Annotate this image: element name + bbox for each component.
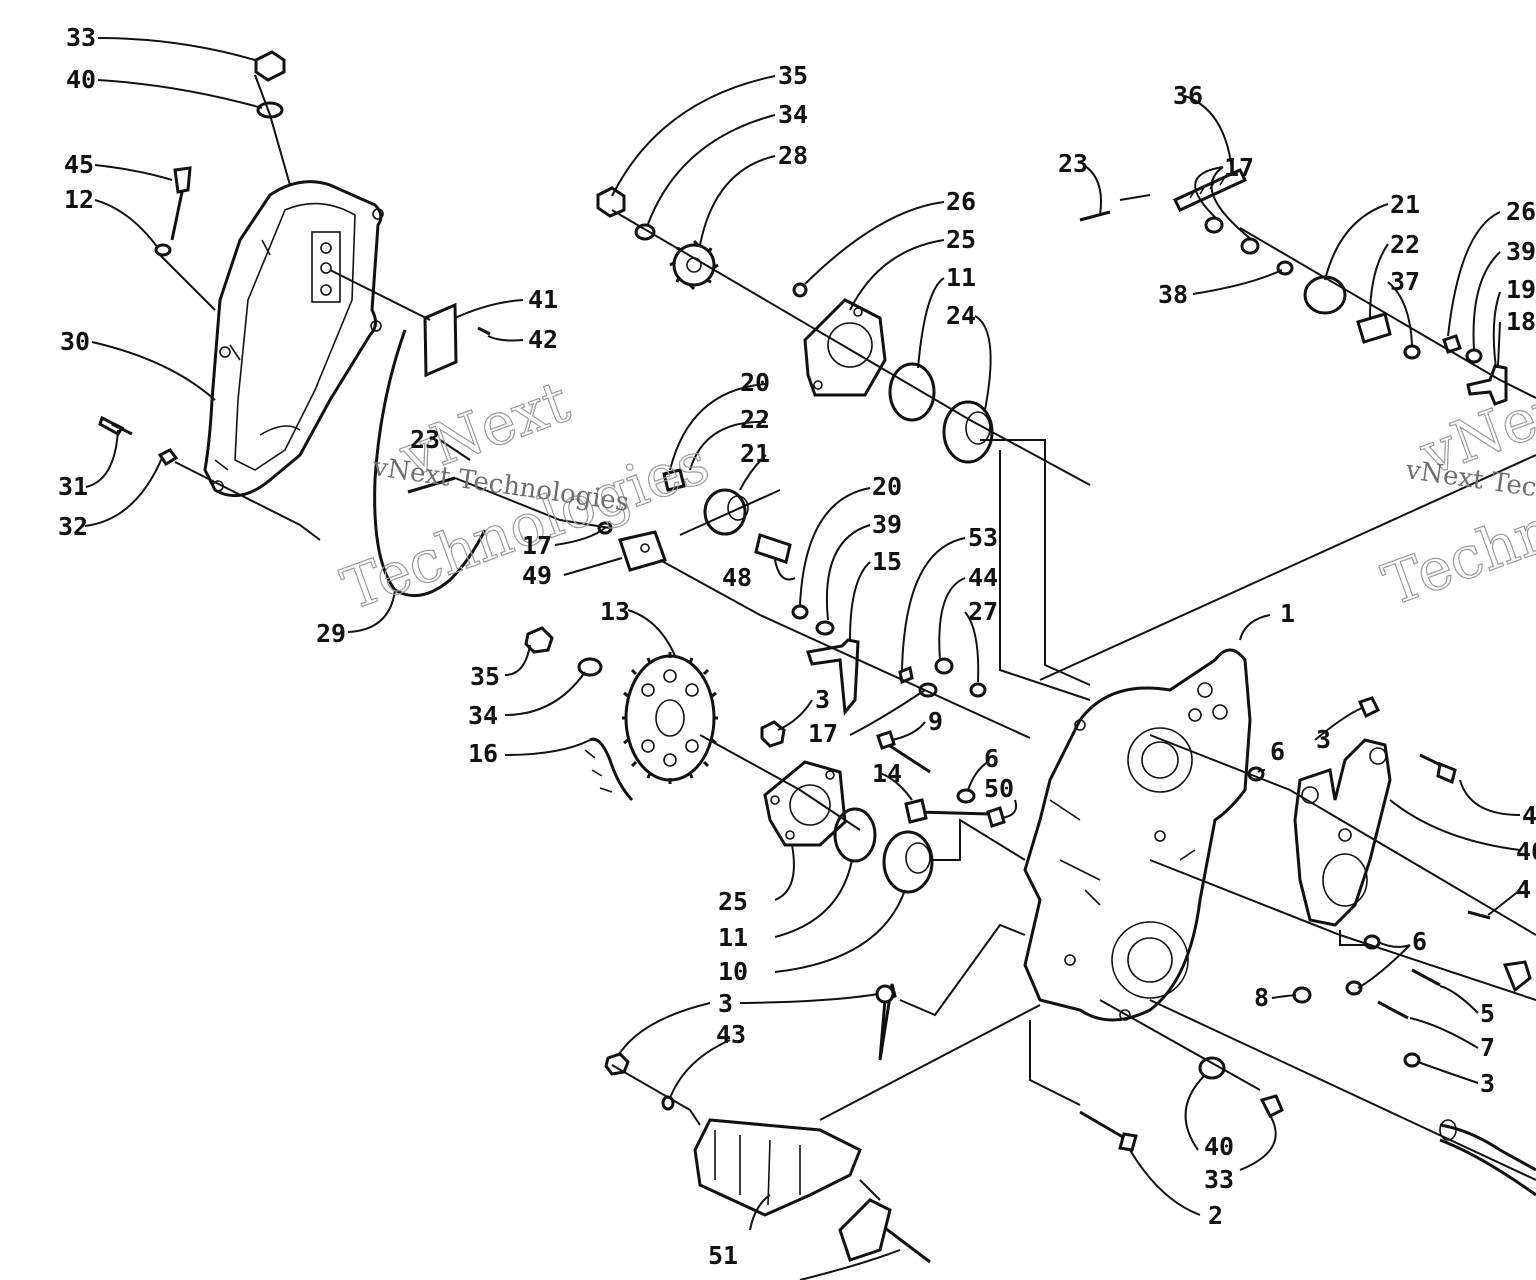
main-chain-case-part xyxy=(1023,648,1252,1022)
callout-3-nut-lower: 3 xyxy=(718,989,733,1018)
tensioner-arm-part xyxy=(1293,696,1457,927)
callout-28-sprocket: 28 xyxy=(778,141,808,170)
callout-6-washer-case: 6 xyxy=(1270,737,1285,766)
callout-16-chain: 16 xyxy=(468,739,498,768)
callout-35-nut-lower: 35 xyxy=(470,662,500,691)
tensioner-bolts-part xyxy=(876,730,1006,828)
callout-39-washer-upper: 39 xyxy=(1506,237,1536,266)
brake-cable-part xyxy=(373,329,487,598)
callout-40-washer-lower: 40 xyxy=(1204,1132,1234,1161)
leader-lines xyxy=(84,37,1521,1280)
callout-34-washer: 34 xyxy=(778,100,808,129)
callout-45-dipstick: 45 xyxy=(64,150,94,179)
callout-22-spacer: 22 xyxy=(740,405,770,434)
brake-caliper-lower-part xyxy=(604,983,931,1264)
callout-49-bracket: 49 xyxy=(522,561,552,590)
callout-26-screw: 26 xyxy=(946,187,976,216)
callout-17-washer-lower: 17 xyxy=(808,719,838,748)
callout-9-bolt: 9 xyxy=(928,707,943,736)
upper-sprocket-part xyxy=(596,186,719,291)
callout-23-pin-upper: 23 xyxy=(1058,149,1088,178)
callout-40-washer: 40 xyxy=(66,65,96,94)
chain-case-cover-part xyxy=(203,180,384,498)
callout-10-bearing: 10 xyxy=(718,957,748,986)
cover-bolt-part xyxy=(98,415,179,467)
callout-22-spacer-upper: 22 xyxy=(1390,230,1420,259)
callout-30-chain-case-cover: 30 xyxy=(60,327,90,356)
callout-1-chain-case: 1 xyxy=(1280,599,1295,628)
callout-2-bolt: 2 xyxy=(1208,1201,1223,1230)
access-plate-part xyxy=(423,302,491,378)
callout-3-nut-right: 3 xyxy=(1480,1069,1495,1098)
callout-40-plate: 40 xyxy=(1516,837,1536,866)
callout-44-nut: 44 xyxy=(968,563,998,592)
callout-38-washer: 38 xyxy=(1158,280,1188,309)
callout-5-bolt: 5 xyxy=(1480,999,1495,1028)
callout-21-roller: 21 xyxy=(740,439,770,468)
callout-14-bolt: 14 xyxy=(872,759,902,788)
callout-4-bolt: 4 xyxy=(1522,801,1536,830)
callout-3-nut: 3 xyxy=(815,685,830,714)
callout-50-nut: 50 xyxy=(984,774,1014,803)
callout-23-pin: 23 xyxy=(410,425,440,454)
callout-24-bearing: 24 xyxy=(946,301,976,330)
callout-53-key: 53 xyxy=(968,523,998,552)
nut-part xyxy=(760,720,786,748)
callout-27-washer: 27 xyxy=(968,597,998,626)
callout-8-washer: 8 xyxy=(1254,983,1269,1012)
callout-20-washer-lower: 20 xyxy=(872,472,902,501)
callout-17-washer: 17 xyxy=(522,531,552,560)
callout-15-lever: 15 xyxy=(872,547,902,576)
callout-4-bolt-lower: 4 xyxy=(1516,875,1531,904)
callout-34-washer-lower: 34 xyxy=(468,701,498,730)
brake-caliper-group-part xyxy=(662,468,792,564)
top-right-lever-group-part xyxy=(1079,168,1508,406)
cap-nut-top-part xyxy=(254,50,286,119)
callout-33-cap-nut-lower: 33 xyxy=(1204,1165,1234,1194)
callout-36-spring: 36 xyxy=(1173,81,1203,110)
callout-37-washer: 37 xyxy=(1390,267,1420,296)
callout-3-nut-arm: 3 xyxy=(1316,725,1331,754)
callout-18-lever: 18 xyxy=(1506,307,1536,336)
callout-25-flange-lower: 25 xyxy=(718,887,748,916)
callout-42-screw: 42 xyxy=(528,325,558,354)
callout-39-washer: 39 xyxy=(872,510,902,539)
callout-12-o-ring: 12 xyxy=(64,185,94,214)
callout-20-washer: 20 xyxy=(740,368,770,397)
callout-21-roller-upper: 21 xyxy=(1390,190,1420,219)
callout-29-cable: 29 xyxy=(316,619,346,648)
callout-labels: 33 40 45 12 30 31 32 41 42 23 17 49 29 3… xyxy=(58,23,1536,1270)
dipstick-part xyxy=(154,166,192,257)
assembly-axes xyxy=(159,74,1536,1201)
callout-17-washers-upper: 17 xyxy=(1224,153,1254,182)
callout-25-flange: 25 xyxy=(946,225,976,254)
callout-26-screw-upper: 26 xyxy=(1506,197,1536,226)
callout-51-caliper: 51 xyxy=(708,1241,738,1270)
driven-sprocket-part xyxy=(524,626,718,802)
callout-43-washer: 43 xyxy=(716,1020,746,1049)
callout-19-spacer: 19 xyxy=(1506,275,1536,304)
brake-bracket-part xyxy=(407,476,667,572)
callout-48-pin: 48 xyxy=(722,563,752,592)
callout-11-o-ring-lower: 11 xyxy=(718,923,748,952)
callout-13-sprocket: 13 xyxy=(600,597,630,626)
callout-41-plate: 41 xyxy=(528,285,558,314)
callout-35-nut: 35 xyxy=(778,61,808,90)
callout-32-washer: 32 xyxy=(58,512,88,541)
callout-6-washer: 6 xyxy=(984,744,999,773)
callout-31-bolt: 31 xyxy=(58,472,88,501)
callout-11-o-ring: 11 xyxy=(946,263,976,292)
callout-6-washers-lower: 6 xyxy=(1412,927,1427,956)
callout-7-bolt: 7 xyxy=(1480,1033,1495,1062)
callout-33-cap-nut: 33 xyxy=(66,23,96,52)
